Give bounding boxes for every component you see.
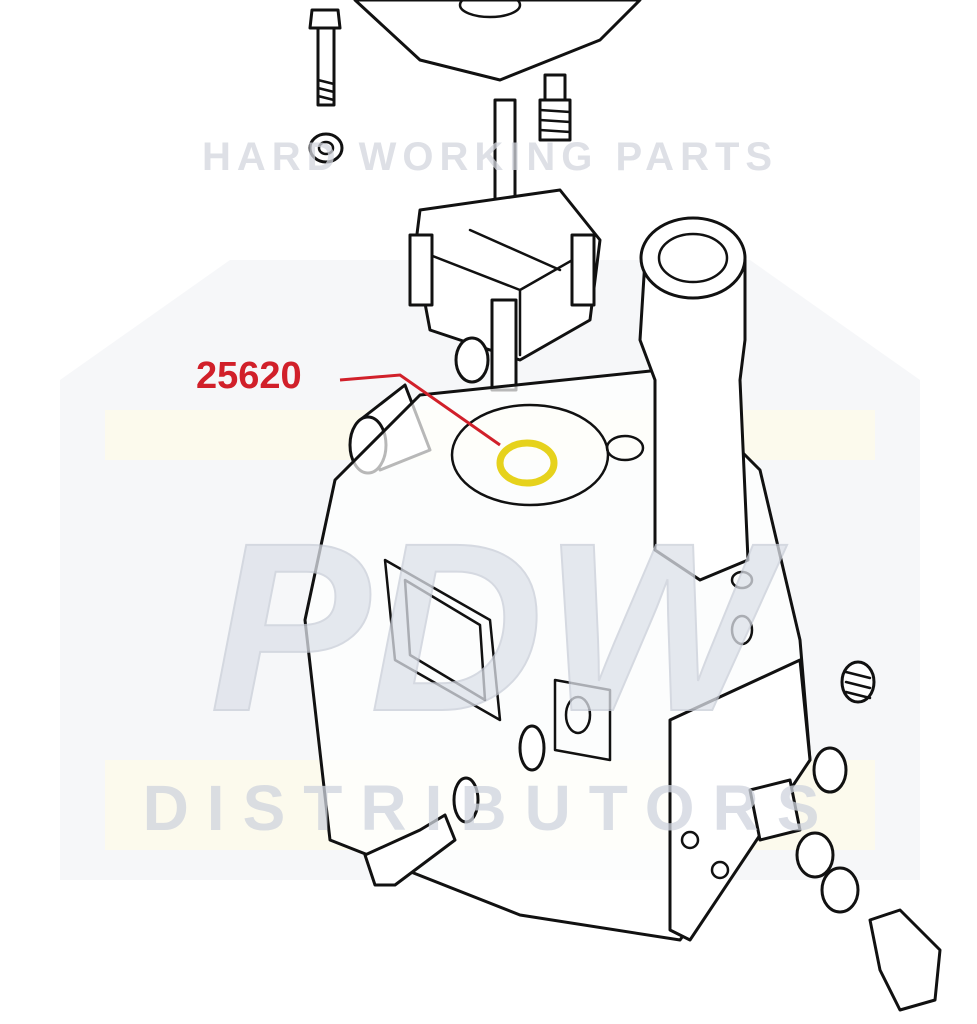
highlighted-washer[interactable] bbox=[496, 439, 558, 487]
part-number-label[interactable]: 25620 bbox=[196, 355, 302, 397]
valve-assembly bbox=[408, 98, 602, 392]
top-plate bbox=[353, 0, 642, 82]
small-parts bbox=[363, 660, 942, 1012]
outlet-tube bbox=[638, 216, 750, 582]
bolt bbox=[308, 8, 344, 164]
watermark-tagline: HARD WORKING PARTS bbox=[202, 135, 778, 179]
set-screw bbox=[538, 73, 572, 142]
callout-25620[interactable]: 25620 bbox=[196, 355, 558, 487]
